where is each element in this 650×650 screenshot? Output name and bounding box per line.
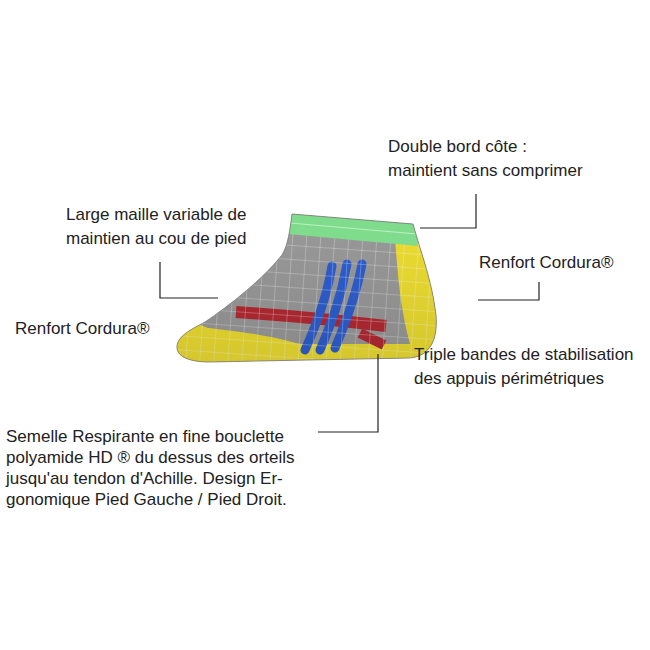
callout-label: Renfort Cordura® — [479, 252, 613, 274]
callout-label: Triple bandes de stabilisation des appui… — [414, 343, 644, 391]
leader-line — [160, 262, 218, 298]
callout-label: Double bord côte : maintient sans compri… — [388, 135, 592, 183]
callout-label: Semelle Respirante en fine bouclette pol… — [6, 426, 306, 510]
callout-label: Renfort Cordura® — [15, 318, 149, 340]
leader-line — [420, 194, 476, 228]
leader-line — [318, 354, 378, 432]
callout-label: Large maille variable de maintien au cou… — [66, 203, 261, 251]
leader-line — [478, 282, 539, 300]
rib-cuff — [288, 211, 418, 246]
